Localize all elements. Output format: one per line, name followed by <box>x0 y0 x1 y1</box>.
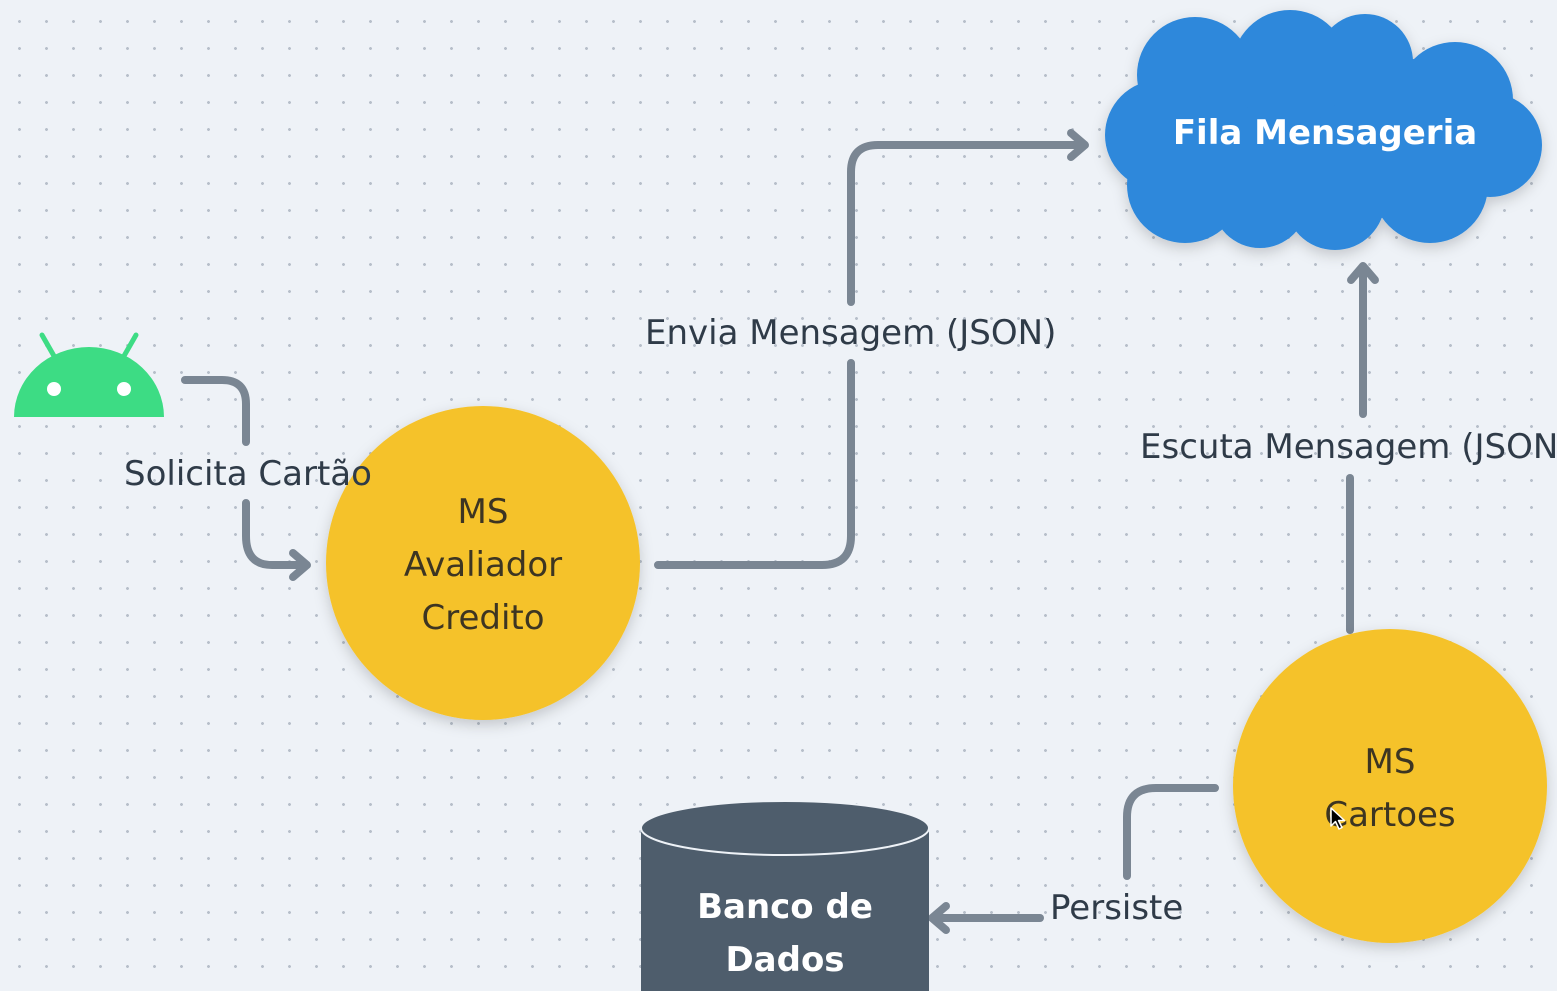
arrowhead-envia <box>1067 129 1089 161</box>
cloud-label: Fila Mensageria <box>1172 113 1478 153</box>
ms-cartoes-line-1: MS <box>1364 742 1416 782</box>
connector-envia-top <box>847 141 1087 306</box>
database-line-2: Dados <box>725 940 845 980</box>
ms-avaliador-credito-label: MS Avaliador Credito <box>363 486 603 645</box>
connector-solicita-top <box>181 376 250 446</box>
connector-envia-bottom <box>654 359 855 569</box>
database-line-1: Banco de <box>697 887 873 927</box>
database-label: Banco de Dados <box>641 881 929 987</box>
ms-cartoes-node[interactable] <box>1233 629 1547 943</box>
ms-avaliador-line-3: Credito <box>421 598 545 638</box>
edge-label-envia: Envia Mensagem (JSON) <box>645 313 1057 353</box>
ms-avaliador-line-1: MS <box>457 492 509 532</box>
arrowhead-escuta <box>1347 262 1379 284</box>
android-icon <box>14 332 164 417</box>
database-node[interactable] <box>640 800 930 991</box>
ms-avaliador-line-2: Avaliador <box>403 545 563 585</box>
ms-cartoes-line-2: Cartoes <box>1324 795 1456 835</box>
mouse-cursor-icon <box>1330 807 1346 830</box>
edge-label-solicita: Solicita Cartão <box>124 454 372 494</box>
connector-persiste-top <box>1123 784 1219 880</box>
arrowhead-solicita <box>289 549 311 581</box>
arrowhead-persiste <box>928 902 950 934</box>
ms-cartoes-label: MS Cartoes <box>1270 736 1510 842</box>
edge-label-escuta: Escuta Mensagem (JSON) <box>1140 427 1557 467</box>
cloud-node[interactable] <box>1105 10 1542 250</box>
edge-label-persiste: Persiste <box>1050 888 1184 928</box>
ms-avaliador-credito-node[interactable] <box>326 406 640 720</box>
connector-solicita-bottom <box>242 499 309 569</box>
